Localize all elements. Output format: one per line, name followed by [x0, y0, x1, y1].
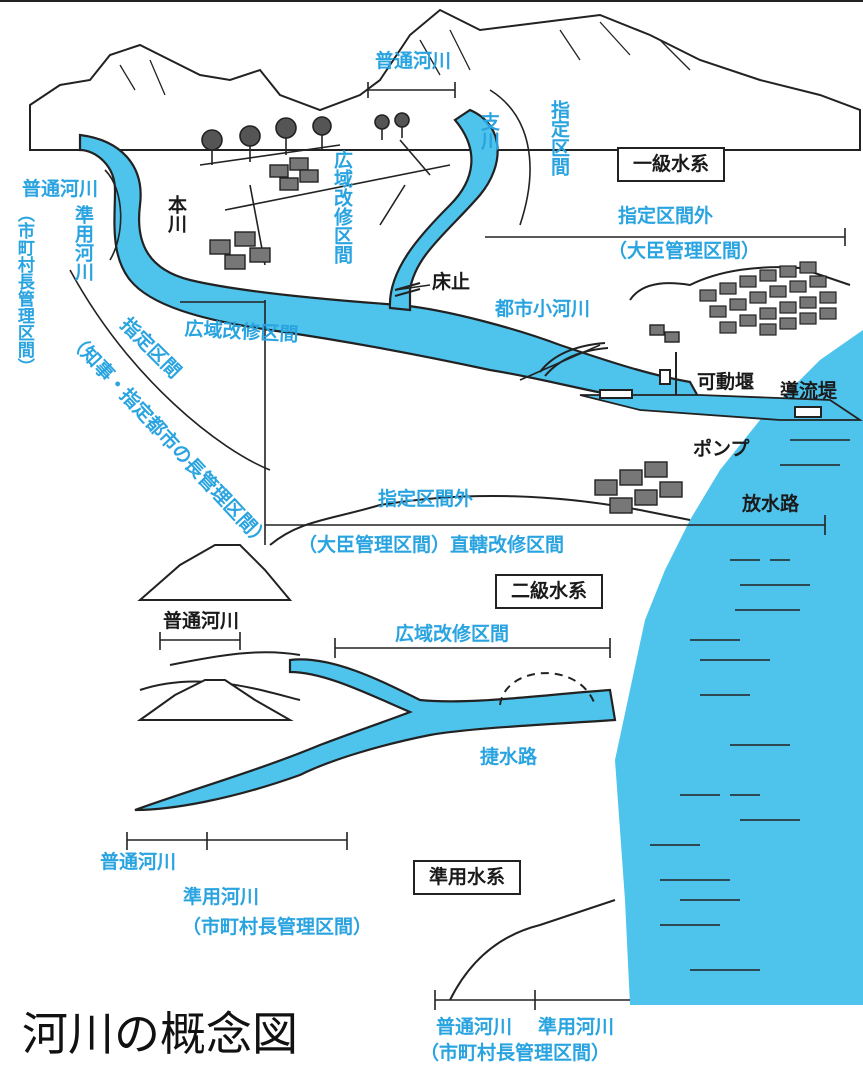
label-doryutei: 導流堤: [780, 380, 838, 402]
class2-system-box: 二級水系: [495, 574, 604, 609]
label-futsu-bottom: 普通河川: [436, 1016, 513, 1038]
sea: [615, 330, 863, 1005]
label-koiki-lower: 広域改修区間: [395, 623, 510, 645]
tributary: [388, 108, 499, 312]
label-shitei-vertical: 指定区間: [547, 100, 570, 176]
label-shitei-gai-mid: 指定区間外: [378, 488, 474, 510]
label-shichoson-bottom: （市町村長管理区間）: [420, 1042, 611, 1064]
label-pump: ポンプ: [693, 438, 750, 460]
label-futsu-left: 普通河川: [22, 178, 99, 200]
semi-system-box: 準用水系: [413, 860, 522, 895]
label-shichoson-left: （市町村長管理区間）: [13, 205, 34, 375]
label-shitei-gai-top: 指定区間外: [618, 205, 714, 227]
class1-system-box: 一級水系: [617, 147, 726, 182]
lower-river: [134, 658, 617, 812]
label-junyo-low: 準用河川: [183, 886, 260, 908]
label-daijin-top: （大臣管理区間）: [608, 240, 761, 262]
label-junyo-left: 準用河川: [71, 205, 94, 281]
label-honsen: 本川: [164, 195, 187, 233]
main-river: [78, 133, 702, 402]
label-toshi-shokasen: 都市小河川: [495, 298, 591, 320]
diagram-title: 河川の概念図: [22, 1007, 298, 1061]
label-shousuiro: 捷水路: [480, 746, 538, 768]
label-koiki-vertical: 広域改修区間: [330, 150, 353, 264]
label-housuiro: 放水路: [742, 493, 800, 515]
label-junyo-bottom: 準用河川: [538, 1016, 615, 1038]
label-futsu-low: 普通河川: [100, 851, 177, 873]
label-tokoshime: 床止: [432, 271, 471, 293]
label-shikawa: 支川: [477, 112, 500, 150]
label-futsu-top: 普通河川: [375, 50, 452, 72]
label-daijin-chokkatsu: （大臣管理区間）直轄改修区間: [298, 534, 565, 556]
label-shichoson-low: （市町村長管理区間）: [182, 916, 373, 938]
label-kadoseki: 可動堰: [697, 371, 755, 393]
label-futsu-mid: 普通河川: [163, 610, 240, 632]
